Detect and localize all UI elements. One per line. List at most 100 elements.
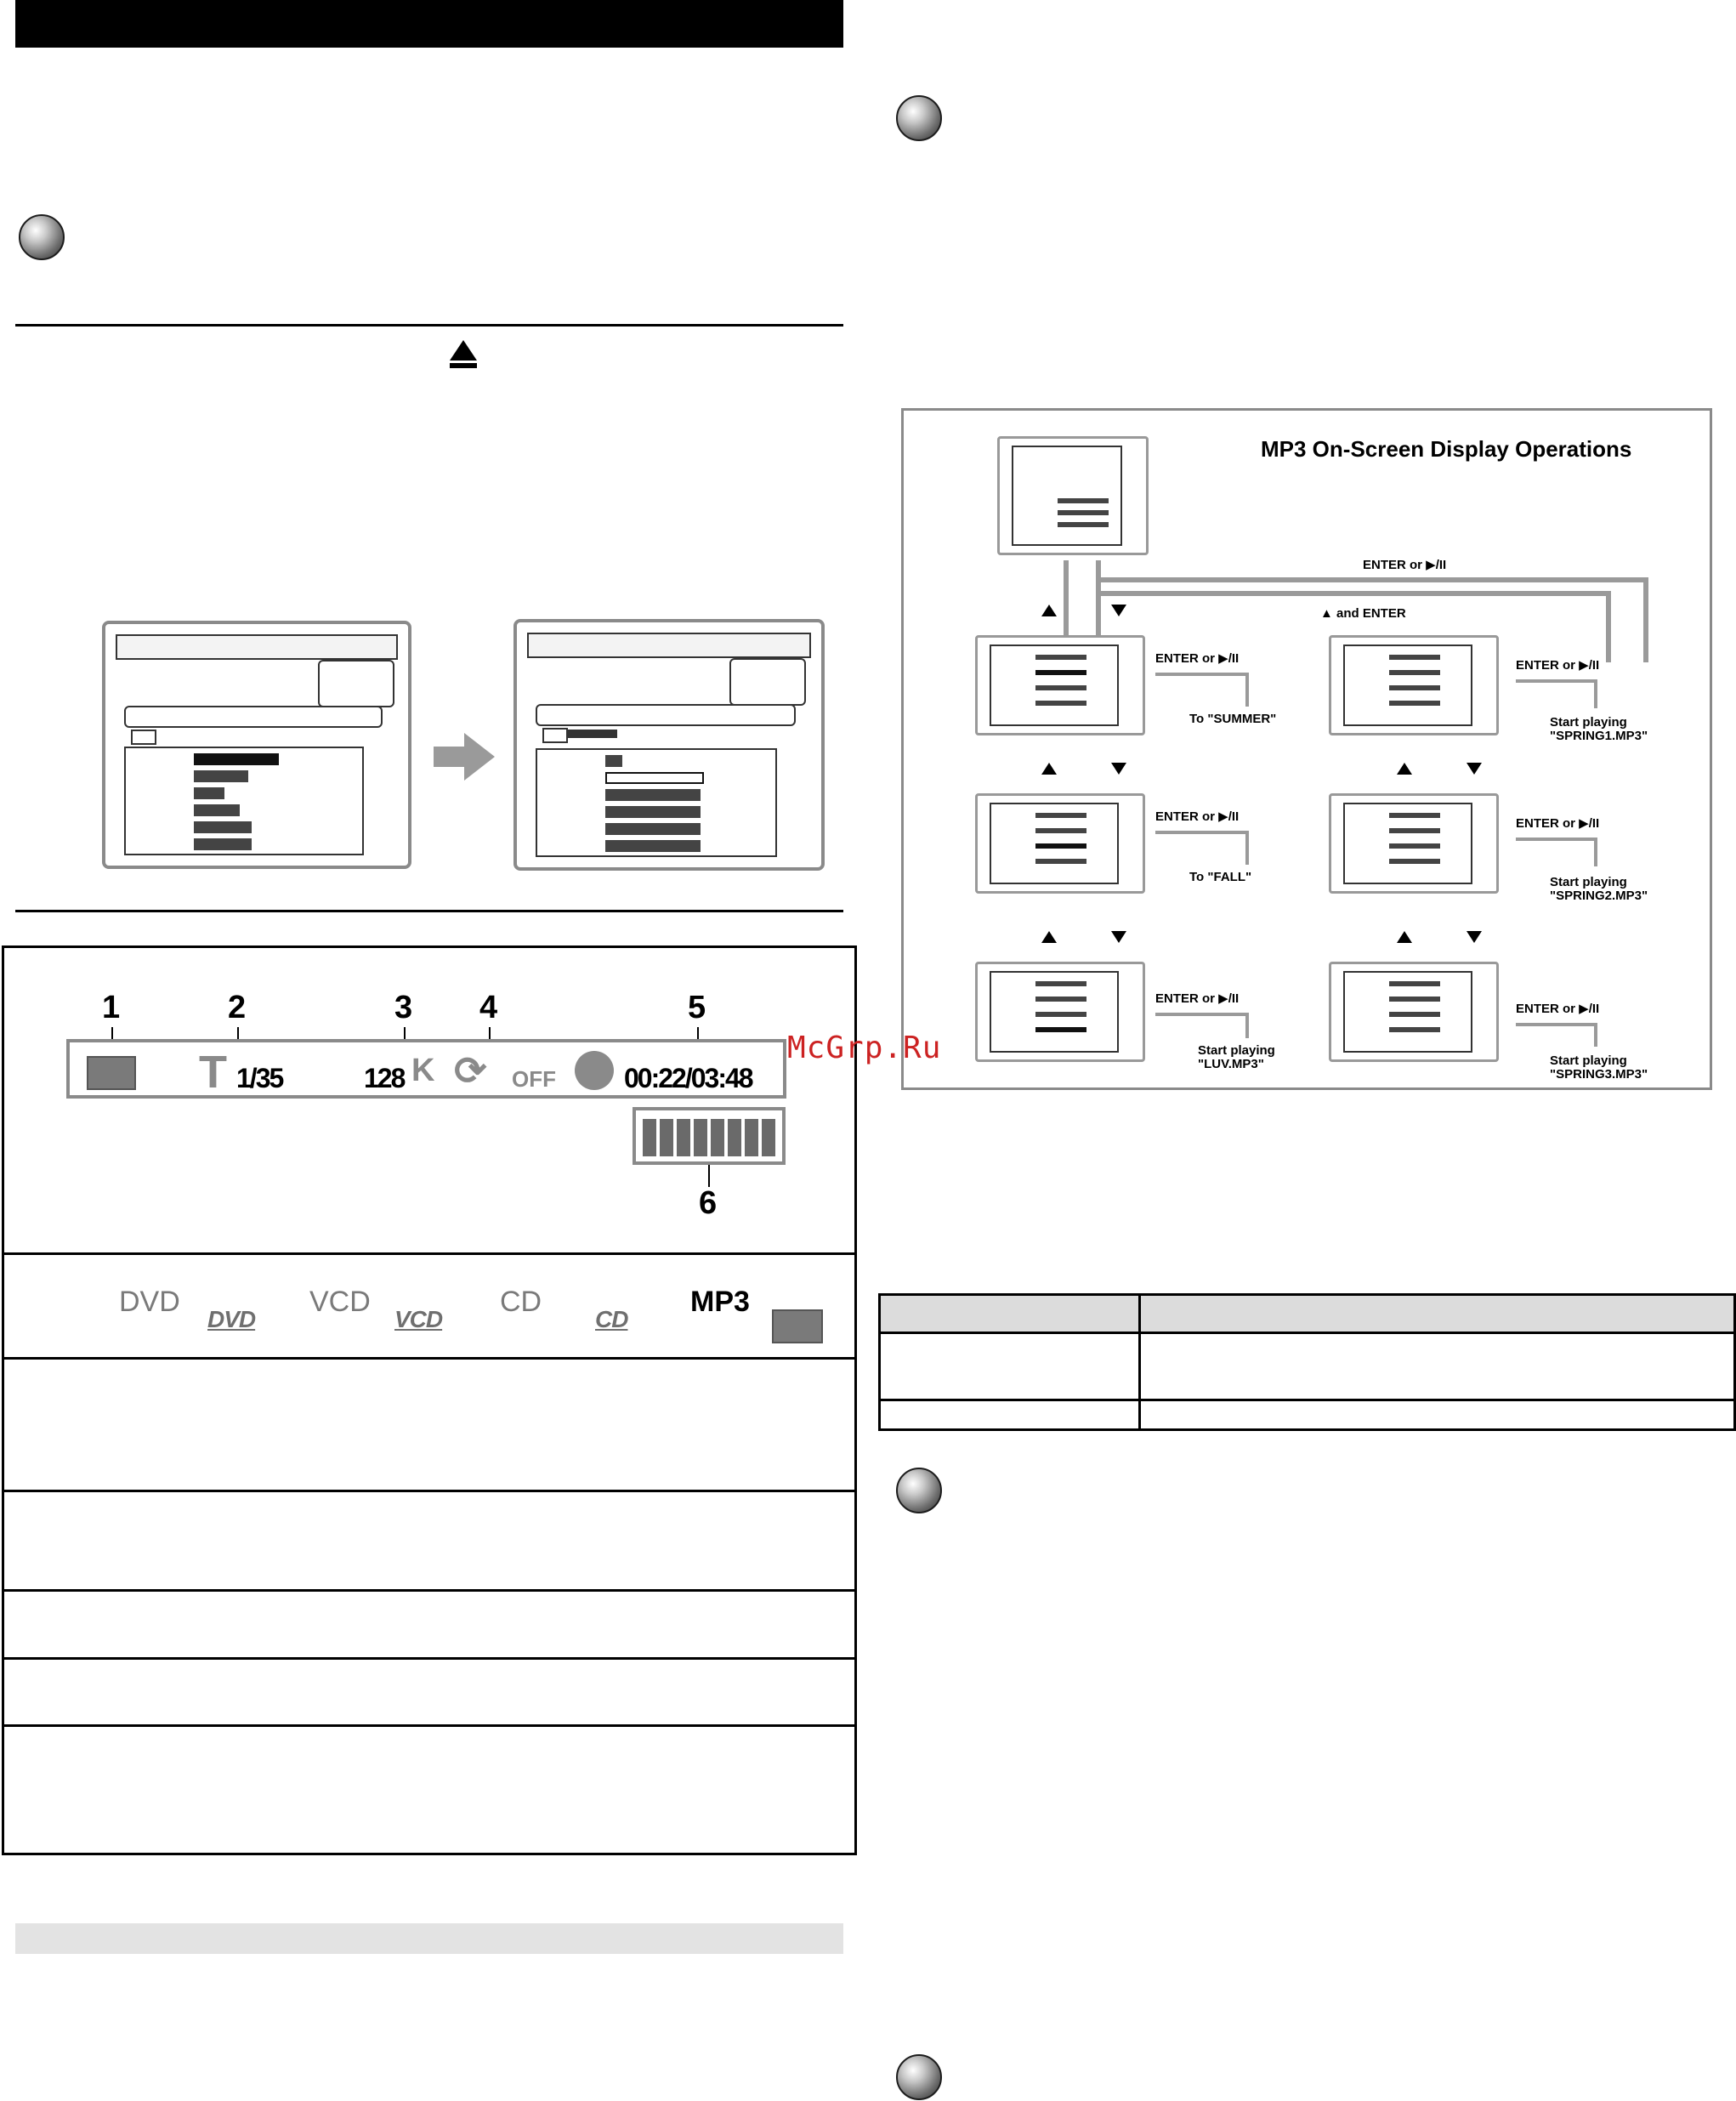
label-enter-or-play-1: ENTER or ▶/II [1155,651,1240,666]
down-arrow-icon [1467,763,1482,775]
list-item [1035,1012,1086,1017]
bullet-icon [896,1468,942,1513]
up-arrow-icon [1397,763,1412,775]
diagram-screen-root [997,436,1149,555]
connector-line [1245,673,1249,707]
callout-3: 3 [394,990,413,1025]
connector-line [1096,560,1101,662]
list-item [1035,655,1086,660]
callout-2: 2 [228,990,247,1025]
bitrate-unit: K [411,1053,435,1088]
label-to-summer: To "SUMMER" [1189,712,1277,726]
list-item [1389,1012,1440,1017]
panel-divider [4,1490,854,1492]
file-list [124,747,364,855]
connector-line [1643,577,1648,662]
bitrate-value: 128 [364,1063,406,1093]
connector-line [1064,560,1069,662]
callout-1: 1 [102,990,121,1025]
screen-status-bar [116,634,398,660]
clock-icon [575,1051,614,1090]
list-item [605,840,701,852]
label-enter-or-play-4: ENTER or ▶/II [1516,816,1600,831]
playback-time: 00:22/03:48 [624,1063,754,1093]
up-arrow-icon [1041,931,1057,943]
osd-status-bar: T 1/35 128 K ⟳ OFF 00:22/03:48 [66,1039,786,1099]
vcd-label: VCD [309,1286,371,1318]
mp3-osd-operations-diagram: MP3 On-Screen Display Operations ENTER o… [901,408,1712,1090]
file-list [536,748,777,857]
screen-list-box [990,971,1119,1053]
bullet-icon [896,2054,942,2100]
list-item [1389,981,1440,986]
label-enter-or-play-3: ENTER or ▶/II [1155,809,1240,824]
label-love-mp3: "LUV.MP3" [1198,1057,1264,1071]
list-item [1389,997,1440,1002]
down-arrow-icon [1111,931,1126,943]
diagram-screen-spring-2 [1329,793,1499,894]
screen-status-bar [527,633,811,658]
list-item [1389,685,1440,690]
leader-line [708,1163,710,1187]
label-enter-or-play-top: ENTER or ▶/II [1363,558,1447,572]
list-item [1058,510,1109,515]
screen-list-box [1343,971,1472,1053]
folder-icon [542,728,568,743]
down-arrow-icon [1111,605,1126,616]
connector-line [1594,1023,1597,1047]
list-item [1389,859,1440,864]
dvd-label: DVD [119,1286,180,1318]
repeat-icon: ⟳ [454,1048,487,1093]
screen-eq-box [729,658,806,706]
connector-line [1594,679,1597,708]
connector-line [1516,838,1597,841]
eq-bars [643,1119,779,1156]
list-item [1389,843,1440,849]
connector-line [1099,591,1611,596]
connector-line [1245,831,1249,865]
mp3-disc-icon [87,1056,136,1090]
screen-list-box [1343,803,1472,884]
equalizer-display [633,1107,786,1165]
connector-line [1155,673,1249,676]
section-subtitle-bar [15,1923,843,1954]
panel-divider [4,1252,854,1255]
list-item [1389,701,1440,706]
screen-path-bar [124,706,383,728]
folder-screen-before [102,621,411,869]
list-item [1058,522,1109,527]
cd-label: CD [500,1286,542,1318]
leader-line [404,1027,406,1044]
table-header-row [881,1296,1733,1334]
diagram-screen-root-list-1 [975,635,1145,735]
list-item [194,804,240,816]
list-item [194,753,279,765]
list-item [1389,813,1440,818]
bullet-icon [19,214,65,260]
label-spring3-mp3: "SPRING3.MP3" [1550,1067,1648,1082]
track-icon: T [199,1047,227,1098]
up-arrow-icon [1041,763,1057,775]
list-item [1035,843,1086,849]
panel-divider [4,1589,854,1592]
list-item [1389,670,1440,675]
list-item [1035,685,1086,690]
leader-line [697,1027,699,1044]
connector-line [1516,679,1597,683]
list-item [605,755,622,767]
list-item [1389,655,1440,660]
callout-6: 6 [699,1185,718,1221]
up-arrow-icon [1397,931,1412,943]
cd-logo-icon: CD [595,1306,628,1332]
list-item [1035,670,1086,675]
track-number: 1/35 [236,1063,284,1093]
list-item [605,806,701,818]
label-enter-or-play-2: ENTER or ▶/II [1516,658,1600,673]
section-title-bar [15,0,843,48]
label-spring1-mp3: "SPRING1.MP3" [1550,729,1648,743]
folder-icon [131,730,156,745]
leader-line [237,1027,239,1044]
diagram-screen-spring-1 [1329,635,1499,735]
list-item [194,838,252,850]
down-arrow-icon [1111,763,1126,775]
